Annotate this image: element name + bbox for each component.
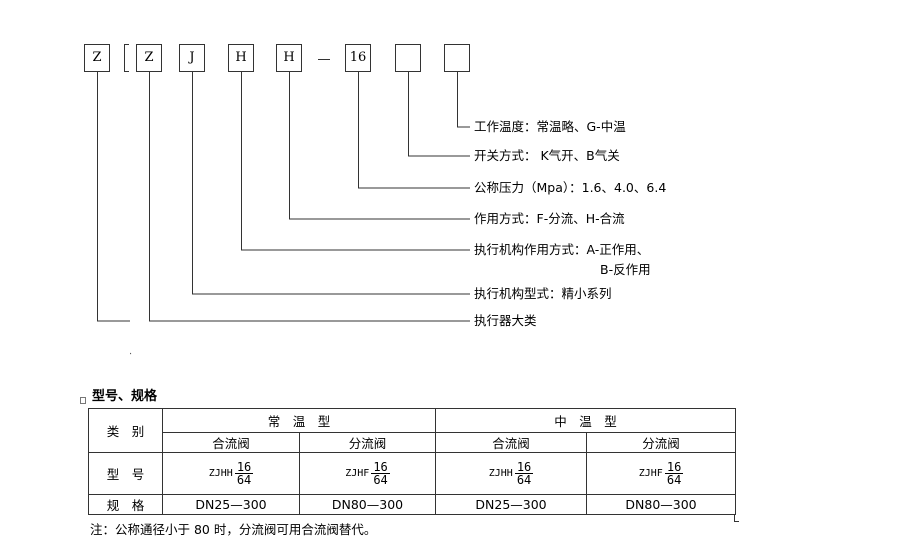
leader-line-pressure	[358, 72, 470, 189]
spec-table: 类 别 常 温 型 中 温 型 合流阀 分流阀 合流阀 分流阀 型 号 ZJHH…	[88, 408, 737, 515]
section-title: 型号、规格	[92, 389, 158, 404]
desc-switch-mode: 开关方式： K气开、B气关	[474, 148, 620, 163]
model-label: 型 号	[88, 452, 163, 495]
model-name: ZJHH	[208, 468, 233, 479]
model-name: ZJHF	[345, 468, 370, 479]
model-pressure-top: 16	[371, 460, 390, 474]
code-box-7	[395, 44, 421, 72]
sub-header-3: 合流阀	[435, 432, 588, 453]
code-box-5: H	[276, 44, 302, 72]
group-medium-temp: 中 温 型	[435, 408, 737, 433]
leader-line-actuator-action	[241, 72, 470, 251]
desc-actuator-action: 执行机构作用方式：A-正作用、	[474, 242, 650, 257]
code-box-8	[444, 44, 470, 72]
sub-header-4: 分流阀	[586, 432, 737, 453]
model-name: ZJHF	[638, 468, 663, 479]
sub-header-2: 分流阀	[298, 432, 437, 453]
leader-line-temperature	[457, 72, 470, 128]
code-box-2: Z	[136, 44, 162, 72]
category-label: 类 别	[88, 408, 163, 453]
leader-line-actuator-type	[192, 72, 470, 295]
leader-line-category	[149, 72, 470, 322]
desc-category: 执行器大类	[474, 313, 537, 328]
spec-label: 规 格	[88, 494, 163, 515]
sub-header-1: 合流阀	[162, 432, 300, 453]
desc-pressure: 公称压力（Mpa）：1.6、4.0、6.4	[474, 180, 667, 195]
model-name: ZJHH	[488, 468, 513, 479]
desc-action-mode: 作用方式：F-分流、H-合流	[474, 211, 625, 226]
table-corner-mark	[734, 515, 739, 522]
code-box-6: 16	[345, 44, 371, 72]
group-normal-temp: 常 温 型	[161, 408, 437, 433]
leader-line-switch	[408, 72, 470, 157]
code-box-1: Z	[84, 44, 110, 72]
model-pressure-bottom: 64	[516, 473, 532, 487]
code-box-4: H	[228, 44, 254, 72]
stray-dot: ⋅	[129, 349, 133, 360]
model-pressure-bottom: 64	[666, 473, 682, 487]
model-pressure-bottom: 64	[373, 473, 388, 487]
desc-actuator-action-2: B-反作用	[600, 262, 651, 277]
desc-temperature: 工作温度：常温略、G-中温	[474, 119, 626, 134]
spec-cell-4: DN80—300	[586, 494, 737, 515]
model-pressure-top: 16	[664, 460, 684, 474]
code-dash	[318, 59, 330, 60]
spec-cell-3: DN25—300	[435, 494, 588, 515]
leader-line-box1	[97, 72, 130, 322]
footnote: 注：公称通径小于 80 时，分流阀可用合流阀替代。	[90, 522, 377, 537]
spec-cell-1: DN25—300	[162, 494, 300, 515]
model-pressure-bottom: 64	[236, 473, 252, 487]
leader-line-action	[289, 72, 470, 220]
model-pressure-top: 16	[514, 460, 534, 474]
model-pressure-top: 16	[234, 460, 254, 474]
desc-actuator-type: 执行机构型式：精小系列	[474, 286, 612, 301]
code-bracket	[124, 44, 129, 72]
code-box-3: J	[179, 44, 205, 72]
anchor-icon	[80, 397, 86, 404]
spec-cell-2: DN80—300	[298, 494, 437, 515]
